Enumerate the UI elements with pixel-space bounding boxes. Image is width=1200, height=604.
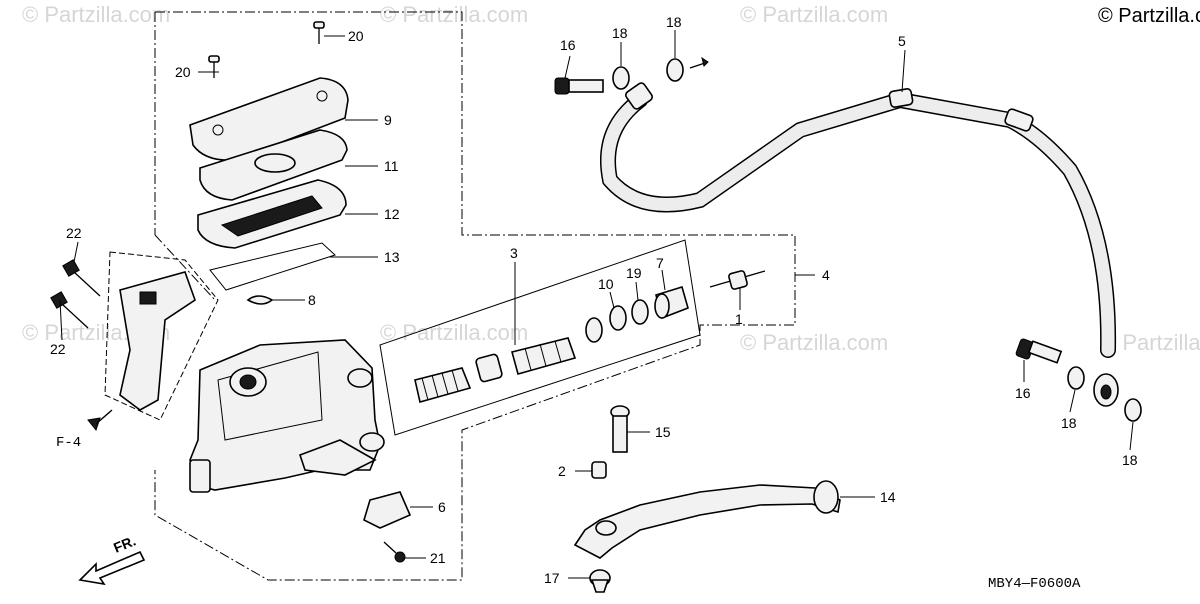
callout-7: 7 (656, 255, 664, 271)
hose-fitting-mid (1004, 108, 1034, 132)
clamp-bracket (119, 271, 196, 411)
piston-kit-box (379, 239, 701, 436)
watermark: © Partzilla.com (380, 320, 528, 345)
callout-14: 14 (880, 489, 896, 505)
callout-21: 21 (430, 550, 446, 566)
callout-18: 18 (666, 14, 682, 30)
piston-cup (475, 353, 503, 383)
callout-5: 5 (898, 33, 906, 49)
washer-18-lower-a (1067, 366, 1085, 390)
front-arrow-icon (78, 550, 146, 586)
callout-20: 20 (175, 64, 191, 80)
seal-10 (609, 305, 627, 331)
callout-16: 16 (560, 37, 576, 53)
banjo-hole (1100, 384, 1112, 400)
callout-13: 13 (384, 249, 400, 265)
boot-7-end (654, 293, 670, 319)
callout-3: 3 (510, 245, 518, 261)
callout-11: 11 (384, 158, 399, 174)
callout-22: 22 (66, 225, 82, 241)
watermark: © Partzilla.com (22, 2, 170, 27)
retainer-clip (209, 242, 336, 291)
screw-20-left (208, 55, 220, 78)
callout-8: 8 (308, 292, 316, 308)
banjo-bolt-16-upper (554, 77, 604, 95)
callout-9: 9 (384, 112, 392, 128)
bracket-boundary (104, 251, 219, 421)
front-label: FR. (111, 532, 138, 555)
piston (511, 337, 577, 375)
watermark: © Partzilla.com (740, 2, 888, 27)
push-rod (709, 270, 766, 290)
callout-18: 18 (1122, 452, 1138, 468)
bolt-22-upper (62, 259, 101, 297)
hose-fitting-upper (625, 82, 653, 110)
clutch-switch (363, 491, 412, 529)
diaphragm-center (220, 195, 323, 237)
callout-22: 22 (50, 341, 66, 357)
callout-6: 6 (438, 499, 446, 515)
plate-seal (254, 153, 296, 173)
cap-screw-hole (212, 124, 224, 136)
callout-18: 18 (612, 25, 628, 41)
leader-lines (59, 30, 1134, 579)
callout-16: 16 (1015, 385, 1031, 401)
collar-2 (591, 461, 607, 479)
spring (414, 367, 472, 403)
master-cylinder-body (189, 339, 385, 493)
washer-18-upper-a (612, 66, 630, 90)
washer (585, 317, 603, 343)
washer-18-upper-b (666, 58, 684, 82)
assembly-boundary (154, 234, 216, 301)
nut-17 (589, 569, 611, 593)
clutch-hose-fill (601, 93, 1115, 357)
callout-20: 20 (348, 28, 364, 44)
diagram-code: MBY4—F0600A (988, 576, 1081, 592)
reservoir-cap (189, 77, 349, 162)
callout-15: 15 (655, 424, 671, 440)
watermark: © Partzilla.com (380, 2, 528, 27)
bolt-22-lower (50, 291, 89, 329)
direction-arrowhead (701, 56, 709, 67)
ring-19 (631, 299, 649, 325)
clutch-lever (573, 484, 841, 559)
banjo-bolt-16-lower (1015, 338, 1063, 364)
callout-19: 19 (626, 265, 642, 281)
callout-2: 2 (558, 463, 566, 479)
screw-20-top (313, 21, 325, 44)
callout-12: 12 (384, 206, 400, 222)
washer-18-lower-b (1124, 398, 1142, 422)
callout-1: 1 (735, 311, 743, 327)
watermark: © Partzilla.com (740, 330, 888, 355)
ref-label: F-4 (56, 435, 81, 451)
callout-18: 18 (1061, 415, 1077, 431)
lever-tip (813, 480, 839, 514)
clip-8 (246, 295, 274, 305)
hose-clamp (888, 88, 914, 108)
lever-pivot (595, 520, 617, 536)
bracket-slot (139, 291, 157, 305)
callout-10: 10 (598, 276, 614, 292)
watermark: © Partzilla.com (1100, 330, 1200, 355)
copyright-text: © Partzilla.com (1098, 5, 1200, 27)
callout-4: 4 (822, 267, 830, 283)
pivot-bolt-15 (610, 405, 630, 453)
f4-arrow-shaft (96, 409, 113, 424)
callout-17: 17 (544, 570, 560, 586)
screw-21 (383, 541, 406, 563)
cap-screw-hole (316, 90, 328, 102)
